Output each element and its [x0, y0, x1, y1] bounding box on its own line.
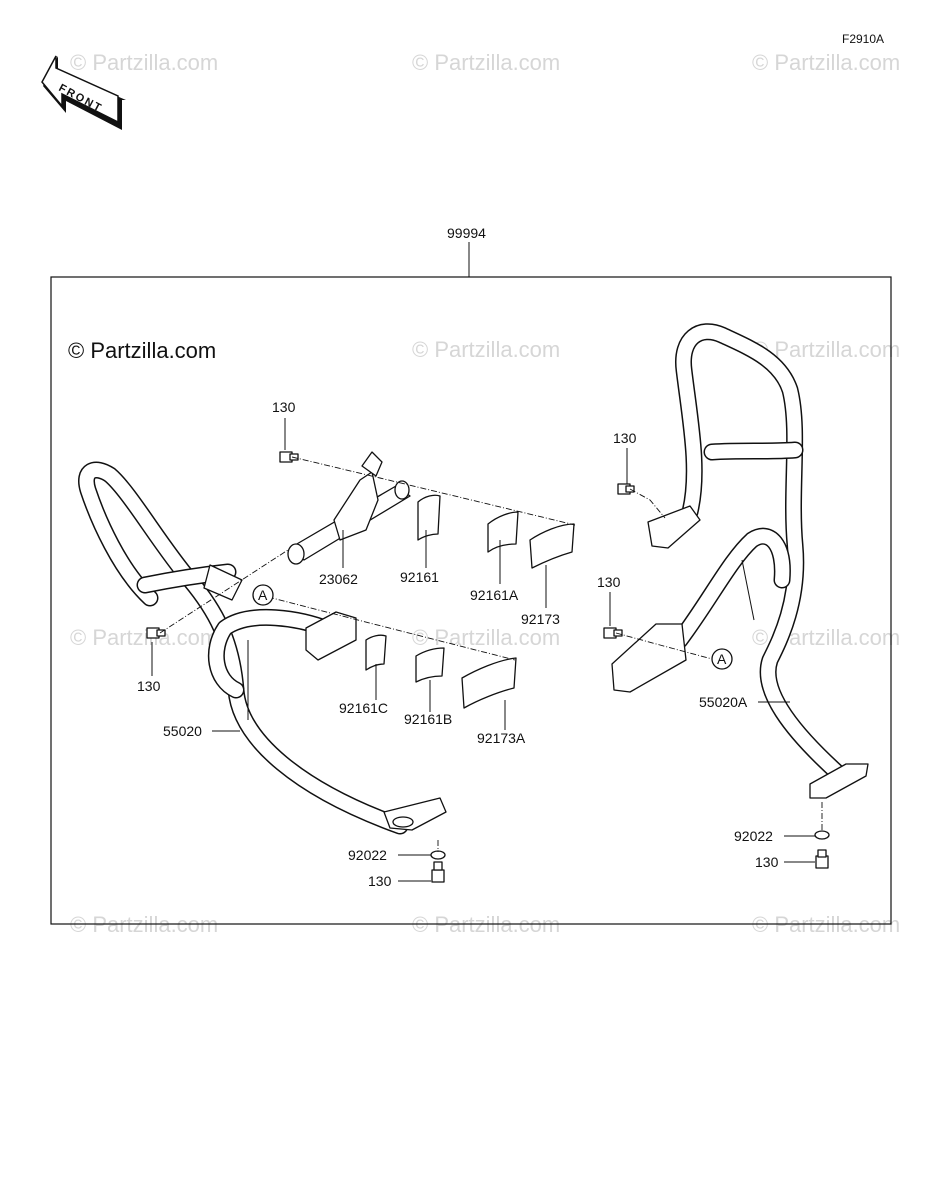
- dash-line: [291, 456, 576, 526]
- ref-circle-left: [252, 584, 274, 606]
- front-arrow-icon: FRONT: [41, 55, 126, 130]
- callout-55020: 55020: [163, 723, 202, 739]
- pad-92161C: [365, 634, 387, 671]
- watermark: © Partzilla.com: [412, 625, 560, 650]
- clamp-92173: [529, 523, 575, 569]
- callout-130: 130: [613, 430, 637, 446]
- bolt-icon: [617, 483, 635, 495]
- dash-line: [615, 632, 713, 660]
- watermark: © Partzilla.com: [752, 50, 900, 75]
- ref-label-left: A: [258, 587, 268, 603]
- callout-55020A: 55020A: [699, 694, 748, 710]
- pad-92161A: [487, 511, 519, 553]
- dash-line: [267, 596, 516, 661]
- bolt-icon: [146, 627, 166, 639]
- ref-label-right: A: [717, 651, 727, 667]
- bolt-icon: [431, 861, 445, 883]
- callout-23062: 23062: [319, 571, 358, 587]
- dash-line: [159, 549, 289, 634]
- callout-92022: 92022: [348, 847, 387, 863]
- callout-130: 130: [597, 574, 621, 590]
- callout-130: 130: [755, 854, 779, 870]
- callout-92161B: 92161B: [404, 711, 452, 727]
- callout-92161A: 92161A: [470, 587, 519, 603]
- bolt-icon: [815, 849, 829, 869]
- watermark-main: © Partzilla.com: [68, 338, 216, 363]
- watermark: © Partzilla.com: [70, 50, 218, 75]
- right-guard-55020A: [611, 323, 869, 799]
- washer-icon: [814, 830, 830, 840]
- bolt-icon: [279, 451, 299, 463]
- clamp-92173A: [461, 657, 517, 709]
- washer-icon: [430, 850, 446, 860]
- callout-130: 130: [137, 678, 161, 694]
- ref-circle-right: [711, 648, 733, 670]
- watermark: © Partzilla.com: [70, 625, 218, 650]
- callout-130: 130: [272, 399, 296, 415]
- callout-92022: 92022: [734, 828, 773, 844]
- dash-line: [629, 488, 666, 519]
- assembly-frame: [50, 276, 892, 925]
- callout-99994: 99994: [447, 225, 486, 241]
- figure-code: F2910A: [842, 32, 884, 46]
- watermark: © Partzilla.com: [412, 50, 560, 75]
- callout-92161C: 92161C: [339, 700, 388, 716]
- watermark: © Partzilla.com: [412, 337, 560, 362]
- callout-92173: 92173: [521, 611, 560, 627]
- callout-92161: 92161: [400, 569, 439, 585]
- bolt-icon: [603, 627, 623, 639]
- pad-92161B: [415, 647, 445, 683]
- watermarks: © Partzilla.com © Partzilla.com © Partzi…: [70, 50, 900, 937]
- collar-23062: [287, 451, 411, 565]
- left-guard-55020: [78, 461, 447, 835]
- callout-130: 130: [368, 873, 392, 889]
- callout-92173A: 92173A: [477, 730, 526, 746]
- pad-92161: [417, 494, 441, 541]
